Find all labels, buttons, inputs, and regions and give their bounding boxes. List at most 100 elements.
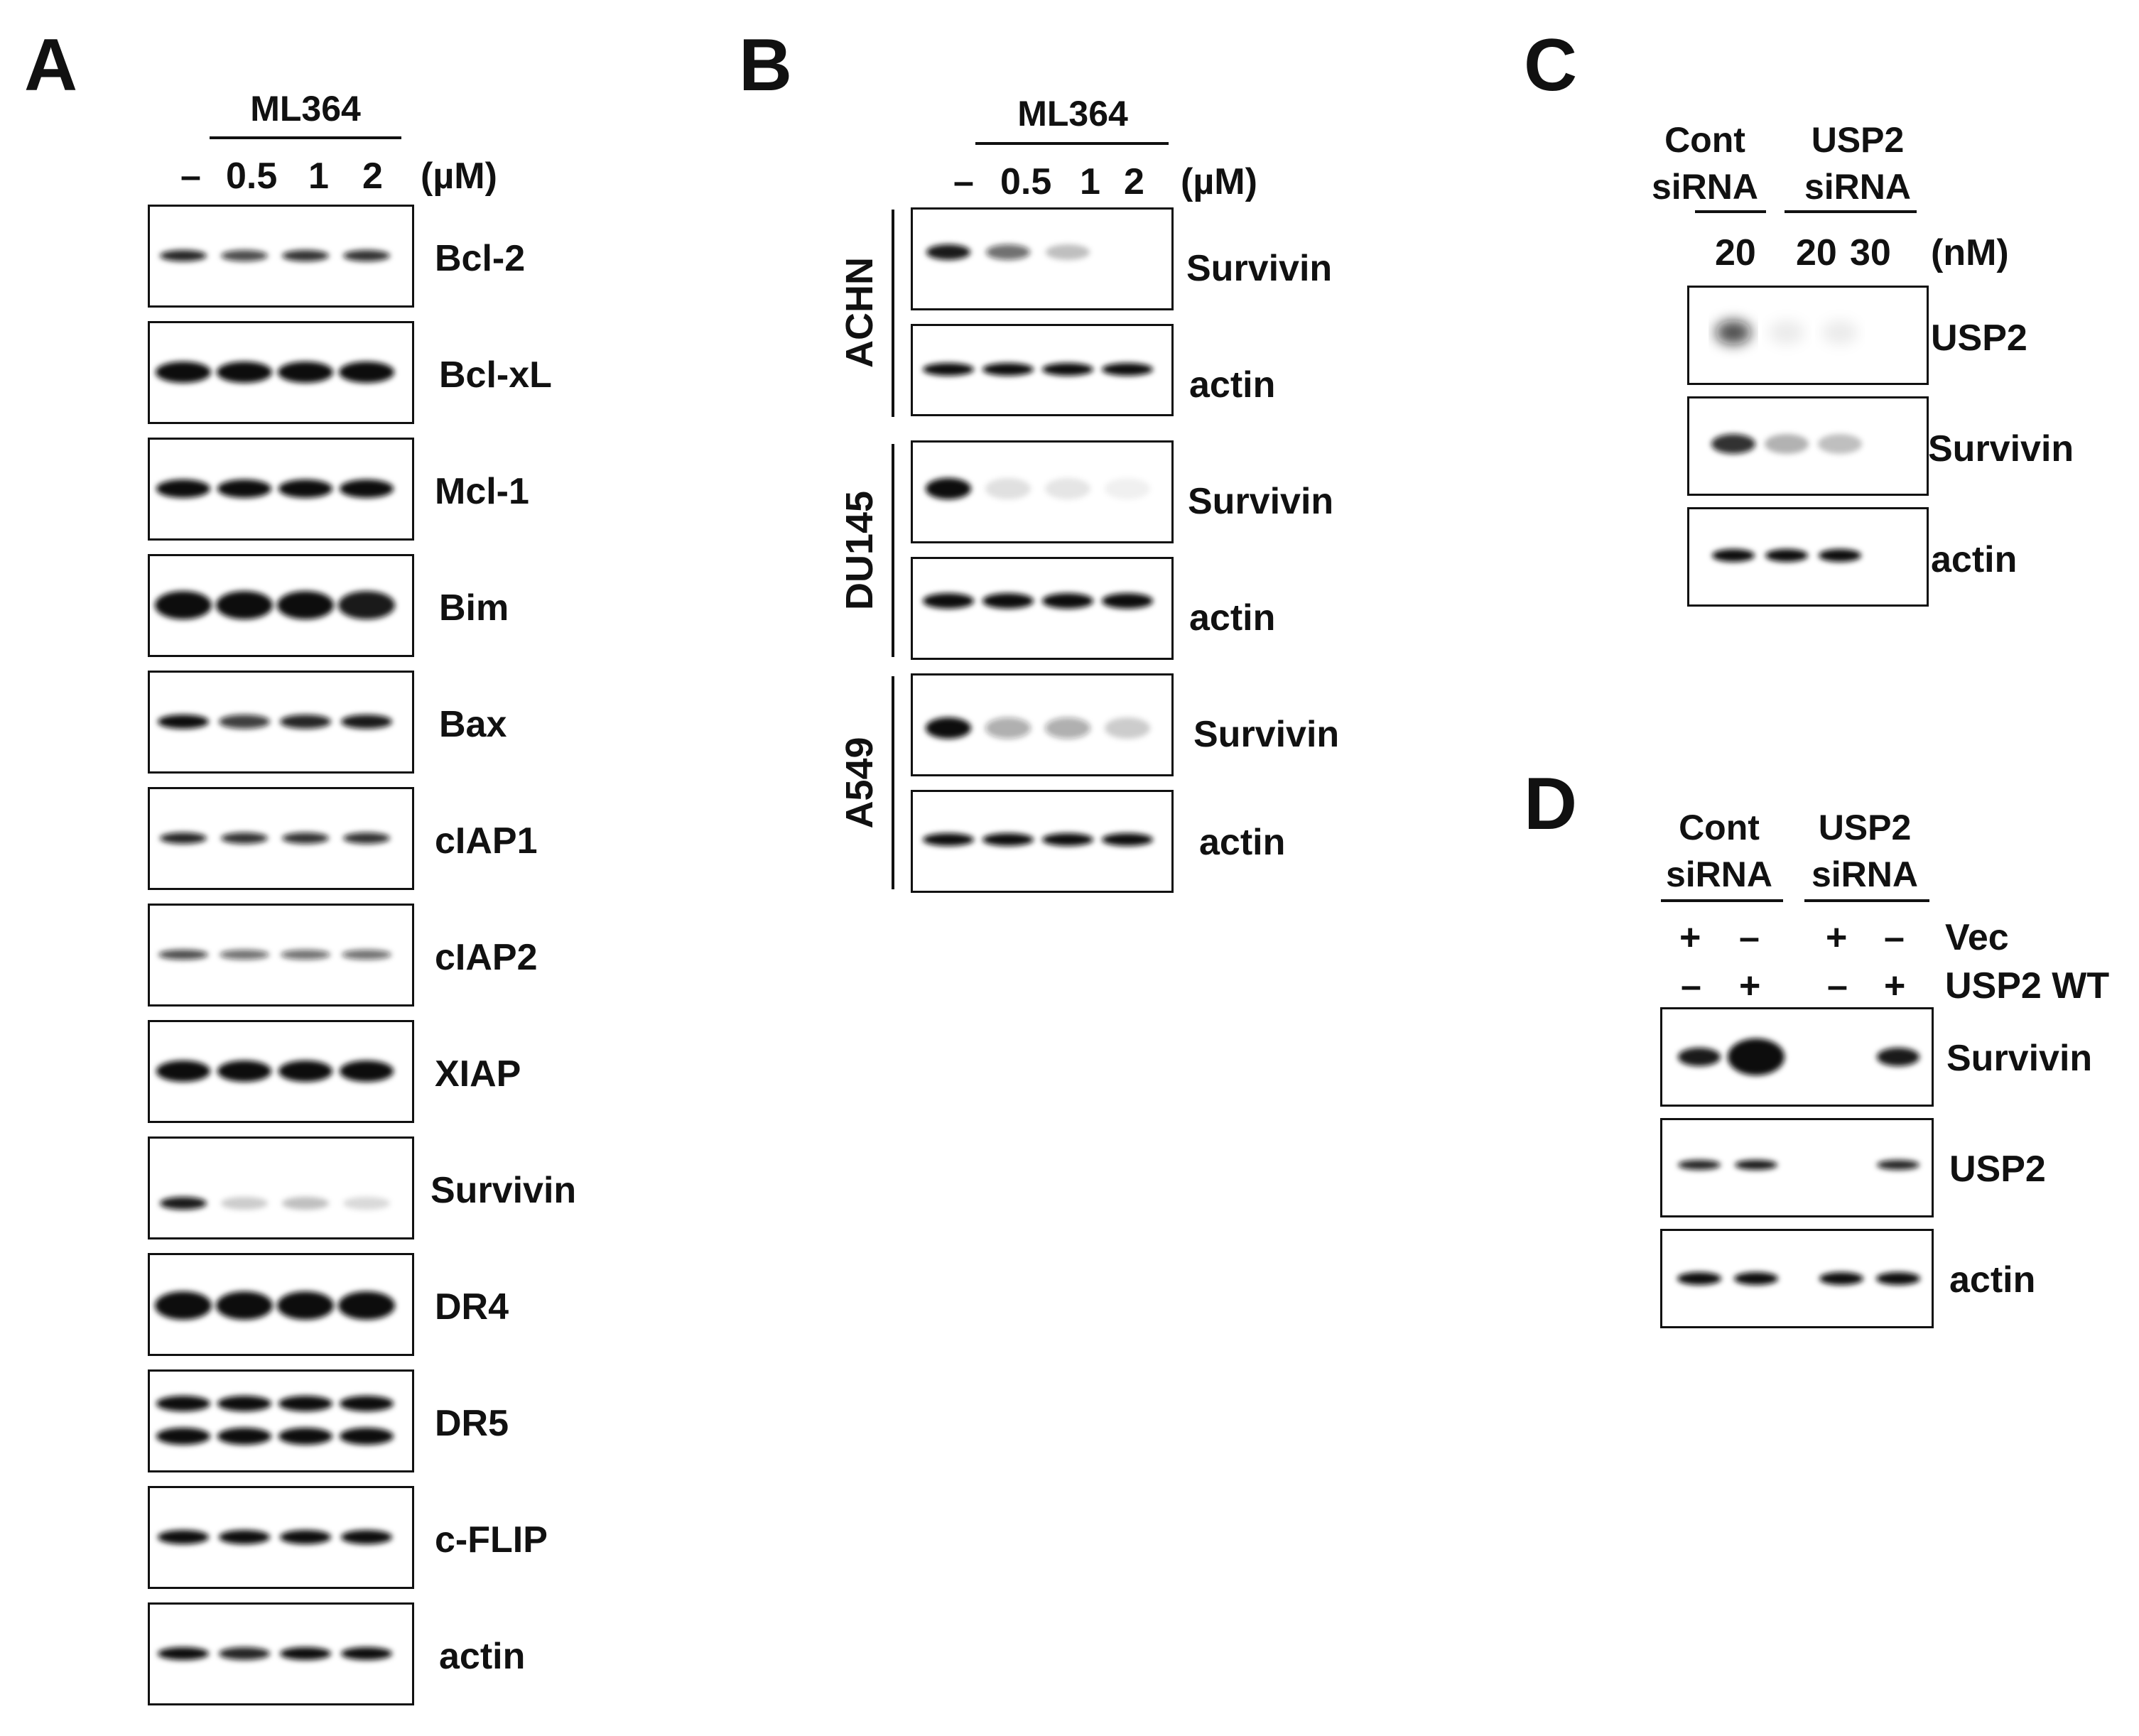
panel-a-band-bax <box>158 715 209 729</box>
panel-d-row2-sign: + <box>1739 965 1761 1007</box>
panel-a-band-dr5-upper <box>156 1396 210 1411</box>
panel-a-band-bim <box>338 591 395 619</box>
panel-a-blot-11 <box>148 1369 414 1472</box>
panel-a-band-dr5-upper <box>217 1396 271 1411</box>
panel-d-protein-label: actin <box>1949 1259 2036 1301</box>
panel-a-band-dr5-upper <box>340 1396 394 1411</box>
panel-d-group2-bar <box>1804 899 1929 902</box>
panel-c-protein-label: actin <box>1931 539 2018 580</box>
panel-d-row1-sign: – <box>1884 917 1905 958</box>
panel-d-row2-sign: – <box>1827 965 1848 1007</box>
panel-c-unit: (nM) <box>1931 232 2009 273</box>
panel-d-protein-label: USP2 <box>1949 1149 2046 1190</box>
panel-a-band-cflip <box>280 1530 331 1544</box>
panel-b-cellline-bar <box>892 676 894 889</box>
panel-d-row1-sign: + <box>1679 917 1701 958</box>
panel-a-band-survivin <box>343 1197 390 1210</box>
panel-c-band-survivin <box>1765 434 1809 454</box>
panel-d-group2-line2: siRNA <box>1811 855 1919 894</box>
panel-b-band-survivin <box>985 478 1031 499</box>
panel-a-band-dr4 <box>216 1291 273 1320</box>
panel-a-band-ciap1 <box>160 832 207 844</box>
panel-letter-d: D <box>1524 763 1578 845</box>
panel-c-group1-line1: Cont <box>1664 120 1745 160</box>
panel-a-band-xiap <box>278 1060 332 1082</box>
panel-a-band-bclxl <box>156 362 211 383</box>
panel-d-group1-bar <box>1661 899 1783 902</box>
panel-b-band-survivin <box>1105 717 1150 739</box>
panel-c-group1-bar <box>1695 210 1766 213</box>
panel-a-band-ciap2 <box>281 950 330 960</box>
panel-d-row2-sign: – <box>1681 965 1701 1007</box>
panel-b-band-actin <box>923 593 974 609</box>
panel-b-treatment-label: ML364 <box>1017 94 1128 134</box>
panel-a-band-dr5-lower <box>340 1428 394 1445</box>
panel-letter-b: B <box>739 24 793 107</box>
panel-a-band-ciap2 <box>220 950 269 960</box>
panel-c-band-survivin <box>1711 434 1755 454</box>
panel-b-band-survivin <box>926 717 971 739</box>
panel-a-band-actin <box>158 1647 209 1660</box>
panel-a-unit: (µM) <box>421 156 497 197</box>
panel-a-treatment-label: ML364 <box>250 89 361 129</box>
panel-c-band-usp2 <box>1769 320 1804 345</box>
panel-d-group2-line1: USP2 <box>1818 808 1912 847</box>
panel-b-protein-label: actin <box>1189 597 1276 639</box>
panel-d-band-usp2 <box>1678 1160 1721 1170</box>
panel-b-unit: (µM) <box>1181 161 1257 202</box>
panel-c-band-actin <box>1712 549 1755 562</box>
panel-d-band-survivin <box>1678 1048 1721 1066</box>
panel-a-band-mcl1 <box>156 479 210 498</box>
panel-b-lane-1: – <box>953 161 974 202</box>
panel-c-band-actin <box>1765 549 1808 562</box>
panel-a-band-bim <box>277 591 334 619</box>
panel-b-treatment-bar <box>975 142 1169 145</box>
panel-c-dose: 20 <box>1796 232 1837 273</box>
panel-b-band-actin <box>1042 363 1093 376</box>
panel-b-lane-2: 0.5 <box>1000 161 1052 202</box>
panel-a-protein-label: Bim <box>439 587 509 629</box>
panel-d-band-survivin <box>1728 1038 1785 1075</box>
panel-a-band-dr5-lower <box>278 1428 332 1445</box>
panel-c-protein-label: USP2 <box>1931 318 2027 359</box>
panel-b-protein-label: Survivin <box>1193 714 1340 755</box>
panel-b-band-survivin <box>1045 478 1090 499</box>
panel-c-group2-bar <box>1785 210 1917 213</box>
panel-b-band-actin <box>982 363 1034 376</box>
panel-d-band-usp2 <box>1877 1160 1919 1170</box>
panel-a-band-bclxl <box>217 362 272 383</box>
panel-b-lane-4: 2 <box>1124 161 1144 202</box>
panel-a-lane-3: 1 <box>308 156 329 197</box>
panel-letter-a: A <box>24 24 78 107</box>
panel-a-protein-label: Bcl-xL <box>439 354 552 396</box>
panel-b-band-actin <box>923 363 974 376</box>
panel-b-band-actin <box>923 833 974 846</box>
panel-a-band-bclxl <box>278 362 333 383</box>
panel-a-band-xiap <box>156 1060 210 1082</box>
panel-a-band-actin <box>341 1647 392 1660</box>
panel-a-band-dr4 <box>338 1291 395 1320</box>
panel-c-band-survivin <box>1818 434 1862 454</box>
panel-a-band-bax <box>341 715 392 729</box>
panel-b-band-actin <box>1102 833 1153 846</box>
panel-d-band-actin <box>1876 1272 1920 1285</box>
panel-b-protein-label: Survivin <box>1186 248 1333 289</box>
panel-a-band-ciap2 <box>158 950 208 960</box>
panel-a-protein-label: cIAP1 <box>435 820 538 862</box>
panel-a-lane-4: 2 <box>362 156 383 197</box>
panel-b-band-survivin <box>986 244 1030 260</box>
panel-a-protein-label: actin <box>439 1636 526 1677</box>
panel-d-protein-label: Survivin <box>1946 1038 2093 1079</box>
panel-a-band-bax <box>219 715 270 729</box>
panel-a-band-dr5-upper <box>278 1396 332 1411</box>
panel-a-band-mcl1 <box>340 479 394 498</box>
panel-a-band-cflip <box>341 1530 392 1544</box>
panel-a-protein-label: c-FLIP <box>435 1519 548 1561</box>
panel-a-band-bcl2 <box>221 250 268 261</box>
panel-a-protein-label: cIAP2 <box>435 937 538 978</box>
panel-a-band-bim <box>216 591 273 619</box>
panel-a-lane-2: 0.5 <box>226 156 278 197</box>
panel-a-band-ciap1 <box>343 832 390 844</box>
panel-b-band-actin <box>1102 363 1153 376</box>
